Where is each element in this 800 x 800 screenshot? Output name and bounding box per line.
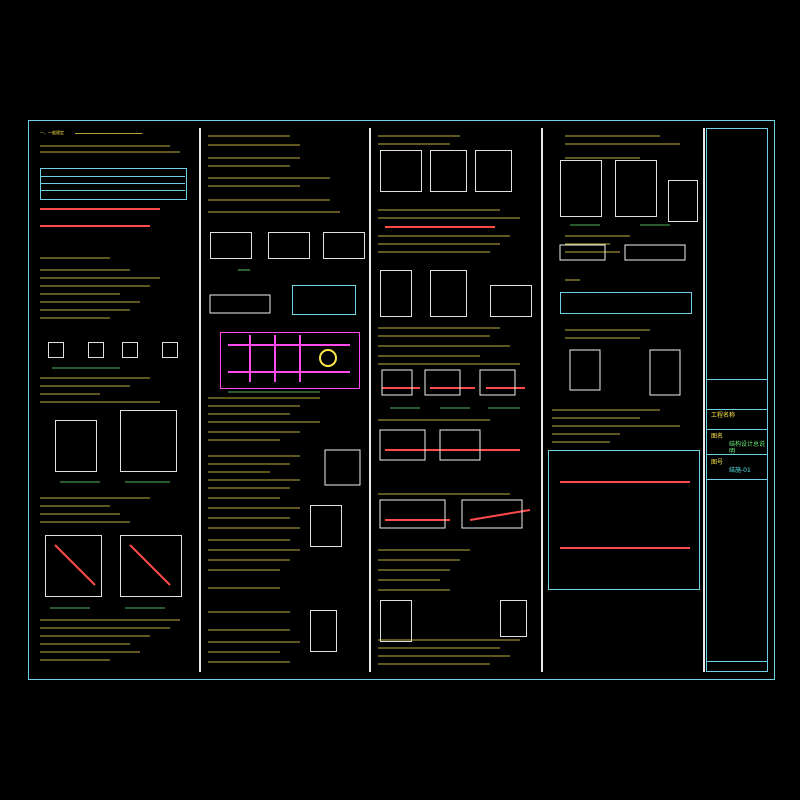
detail-figure [475, 150, 512, 192]
spec-table [560, 292, 692, 314]
detail-figure [310, 505, 342, 547]
detail-figure [268, 232, 310, 259]
detail-figure [560, 160, 602, 217]
project-label: 工程名称 [711, 412, 736, 419]
detail-figure [668, 180, 698, 222]
column-divider [541, 128, 543, 672]
section-heading: 一、一般规定 [40, 130, 64, 135]
detail-figure [380, 270, 412, 317]
warning-line [385, 226, 495, 228]
beam-reinforcement-panel [548, 450, 700, 590]
title-block: 工程名称 图名 结构设计总说明 图号 结施-01 [706, 128, 768, 672]
sheet-label: 图号 [711, 459, 724, 466]
drawing-name: 结构设计总说明 [729, 441, 766, 455]
detail-figure [120, 535, 182, 597]
detail-figure [380, 150, 422, 192]
column-divider [369, 128, 371, 672]
detail-figure [500, 600, 527, 637]
sheet-number: 结施-01 [729, 467, 751, 474]
drawing-label: 图名 [711, 433, 724, 440]
page-heading: ━━━━━━━━━━━━━━━━━━━━━━━━━━━━ [75, 131, 143, 136]
spec-table [292, 285, 356, 315]
detail-figure [120, 410, 177, 472]
detail-figure [310, 610, 337, 652]
detail-figure [323, 232, 365, 259]
detail-figure [380, 600, 412, 642]
detail-figure [430, 150, 467, 192]
detail-figure [45, 535, 102, 597]
detail-figure [55, 420, 97, 472]
column-divider [199, 128, 201, 672]
rebar-detail [220, 332, 360, 389]
warning-line [40, 225, 150, 227]
warning-line [40, 208, 160, 210]
detail-figure [490, 285, 532, 317]
material-table [40, 168, 187, 200]
drawing-frame [28, 120, 775, 680]
detail-figure [430, 270, 467, 317]
column-divider [703, 128, 705, 672]
detail-figure [615, 160, 657, 217]
detail-figure [210, 232, 252, 259]
